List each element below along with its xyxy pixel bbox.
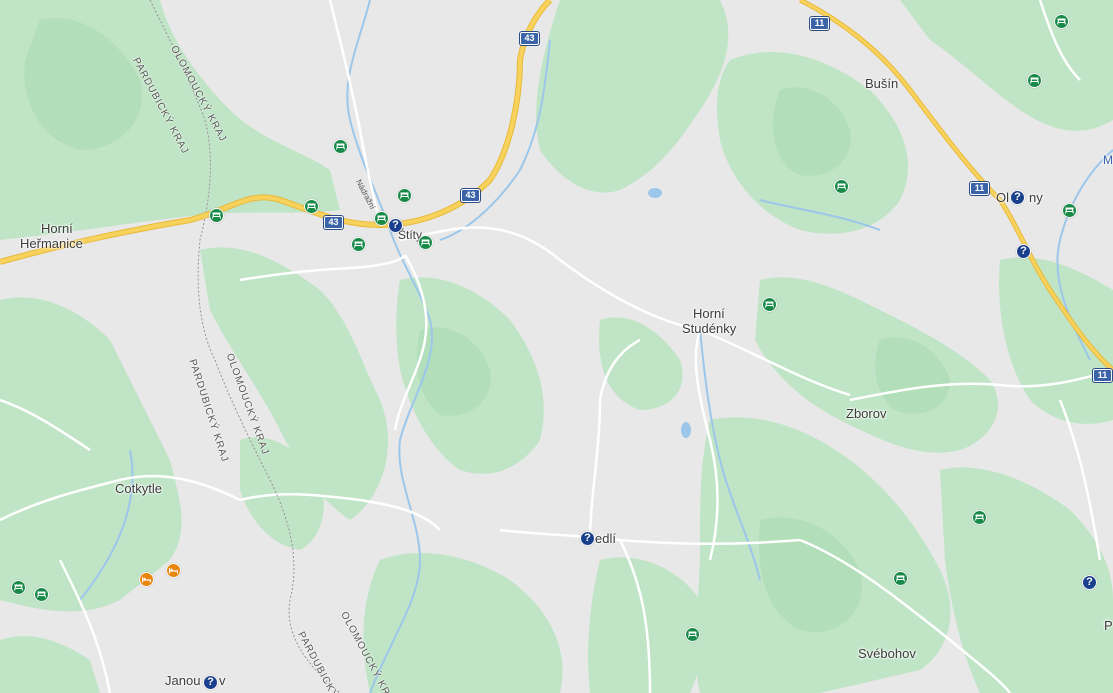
picnic-icon[interactable] (893, 571, 908, 586)
question-mark-icon[interactable]: ? (388, 218, 403, 233)
question-mark-icon[interactable]: ? (1010, 190, 1025, 205)
place-label-edge: P (1104, 618, 1113, 633)
picnic-icon[interactable] (762, 297, 777, 312)
place-label-horni-hermanice: Horní (41, 221, 73, 236)
place-label-horni-studenky: Horní (693, 306, 725, 321)
place-label-olsany: Ol (996, 190, 1009, 205)
road-shield-11: 11 (810, 17, 829, 30)
picnic-icon[interactable] (397, 188, 412, 203)
place-label-svebohov: Svébohov (858, 646, 916, 661)
road-shield-43: 43 (461, 189, 480, 202)
forest-dark-areas (24, 18, 950, 632)
picnic-icon[interactable] (374, 211, 389, 226)
place-label-horni-hermanice: Heřmanice (20, 236, 83, 251)
place-label-horni-studenky: Studénky (682, 321, 737, 336)
picnic-icon[interactable] (834, 179, 849, 194)
place-label-stity: Štíty (398, 228, 423, 242)
place-label-zborov: Zborov (846, 406, 887, 421)
place-label-busin: Bušín (865, 76, 899, 91)
place-label-edge: M (1103, 153, 1113, 167)
road-shield-11: 11 (1093, 369, 1112, 382)
picnic-icon[interactable] (351, 237, 366, 252)
picnic-icon[interactable] (333, 139, 348, 154)
picnic-icon[interactable] (11, 580, 26, 595)
place-label-olsany: ny (1029, 190, 1043, 205)
question-mark-icon[interactable]: ? (1016, 244, 1031, 259)
hotel-icon[interactable] (139, 572, 154, 587)
picnic-icon[interactable] (418, 235, 433, 250)
place-label-janoushov: Janou (165, 673, 201, 688)
road-shield-43: 43 (520, 32, 539, 45)
picnic-icon[interactable] (1027, 73, 1042, 88)
picnic-icon[interactable] (304, 199, 319, 214)
picnic-icon[interactable] (34, 587, 49, 602)
question-mark-icon[interactable]: ? (1082, 575, 1097, 590)
hotel-icon[interactable] (166, 563, 181, 578)
place-label-cotkytle: Cotkytle (115, 481, 162, 496)
question-mark-icon[interactable]: ? (580, 531, 595, 546)
lakes (648, 188, 691, 438)
road-shield-43: 43 (324, 216, 343, 229)
picnic-icon[interactable] (1054, 14, 1069, 29)
highway-43 (0, 0, 553, 265)
picnic-icon[interactable] (685, 627, 700, 642)
highway-11 (798, 0, 1113, 372)
place-label-sedli: edlí (595, 531, 616, 546)
picnic-icon[interactable] (972, 510, 987, 525)
picnic-icon[interactable] (209, 208, 224, 223)
region-border (149, 0, 341, 693)
picnic-icon[interactable] (1062, 203, 1077, 218)
place-label-janoushov: v (219, 673, 226, 688)
question-mark-icon[interactable]: ? (203, 675, 218, 690)
road-shield-11: 11 (970, 182, 989, 195)
